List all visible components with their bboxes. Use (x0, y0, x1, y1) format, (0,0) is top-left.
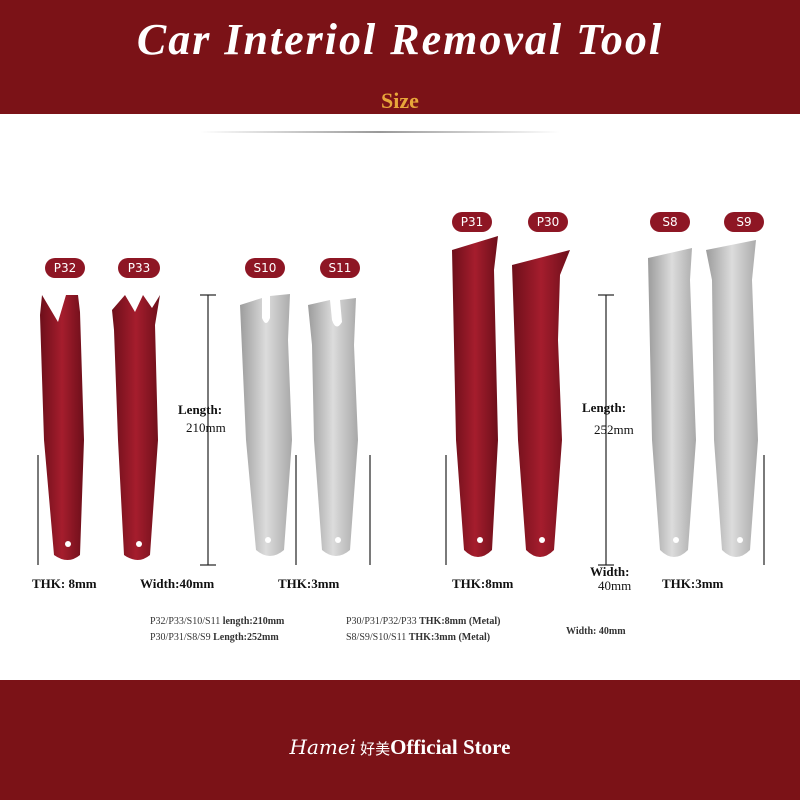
tag-p30-label: P30 (537, 215, 560, 229)
tools-illustration: P32 P33 S10 S11 P31 (37, 212, 765, 566)
brand-cn: 好美 (360, 740, 391, 758)
note-3-spec: THK:8mm (419, 616, 467, 627)
tool-s10: S10 (240, 258, 292, 556)
tool-s8: S8 (648, 212, 696, 557)
tag-s8-label: S8 (662, 215, 677, 229)
tag-s11 (320, 258, 360, 278)
note-2-spec: Length:252mm (213, 632, 279, 643)
tag-s10-label: S10 (254, 261, 277, 275)
note-3-note: (Metal) (468, 616, 501, 627)
hole (673, 537, 679, 543)
tag-s9-label: S9 (736, 215, 751, 229)
note-5: Width: 40mm (566, 626, 626, 637)
tag-p32 (45, 258, 85, 278)
tool-s11: S11 (308, 258, 360, 556)
length-label-right: Length: (582, 400, 627, 415)
width-left: Width:40mm (140, 576, 215, 591)
hole (265, 537, 271, 543)
note-1-spec: length:210mm (222, 616, 285, 627)
note-2-models: P30/P31/S8/S9 (150, 632, 211, 643)
hole (539, 537, 545, 543)
tag-s11-label: S11 (329, 261, 352, 275)
product-diagram: P32 P33 S10 S11 P31 (0, 140, 800, 680)
tool-p31: P31 (452, 212, 498, 557)
size-heading: Size (381, 88, 419, 113)
note-3-models: P30/P31/P32/P33 (346, 616, 417, 627)
bottom-banner (0, 680, 800, 800)
tool-p32: P32 (40, 258, 85, 560)
divider (200, 131, 560, 133)
top-banner (0, 0, 800, 114)
length-label-left: Length: (178, 402, 223, 417)
width-label-right: Width: (590, 564, 630, 579)
note-2: P30/P31/S8/S9 Length:252mm (150, 632, 279, 643)
note-5-text: Width: 40mm (566, 626, 626, 637)
tool-s8-body (648, 248, 696, 557)
hole (737, 537, 743, 543)
tool-p30-body (512, 250, 570, 557)
tag-p30 (528, 212, 568, 232)
tool-p32-body (40, 295, 84, 560)
length-value-right: 252mm (594, 422, 634, 437)
page-title: Car Interiol Removal Tool (136, 15, 664, 64)
tool-p33-body (112, 295, 160, 560)
tool-s9: S9 (706, 212, 764, 557)
tool-p33: P33 (112, 258, 160, 560)
thk-red-left: THK: 8mm (32, 576, 97, 591)
length-value-left: 210mm (186, 420, 226, 435)
note-4-note: (Metal) (458, 632, 491, 643)
note-1: P32/P33/S10/S11 length:210mm (150, 616, 284, 627)
tag-s9 (724, 212, 764, 232)
tag-p31 (452, 212, 492, 232)
tag-s8 (650, 212, 690, 232)
tag-s10 (245, 258, 285, 278)
store-text: Official Store (390, 735, 511, 759)
note-4-spec: THK:3mm (408, 632, 456, 643)
tag-p31-label: P31 (461, 215, 484, 229)
tag-p32-label: P32 (54, 261, 77, 275)
note-4-models: S8/S9/S10/S11 (346, 632, 407, 643)
thk-metal-right: THK:3mm (662, 576, 724, 591)
width-value-right: 40mm (598, 578, 632, 593)
tag-p33-label: P33 (128, 261, 151, 275)
tool-p30: P30 (512, 212, 570, 557)
hole (136, 541, 142, 547)
tool-s9-body (706, 240, 758, 557)
thk-metal-left: THK:3mm (278, 576, 340, 591)
thk-red-right: THK:8mm (452, 576, 514, 591)
tool-s11-body (308, 298, 358, 556)
note-1-models: P32/P33/S10/S11 (150, 616, 221, 627)
note-3: P30/P31/P32/P33 THK:8mm (Metal) (346, 616, 500, 627)
brand-logo: Hamei (289, 735, 357, 759)
hole (335, 537, 341, 543)
hole (477, 537, 483, 543)
tag-p33 (118, 258, 160, 278)
tool-s10-body (240, 294, 292, 556)
tool-p31-body (452, 236, 498, 557)
hole (65, 541, 71, 547)
note-4: S8/S9/S10/S11 THK:3mm (Metal) (346, 632, 490, 643)
